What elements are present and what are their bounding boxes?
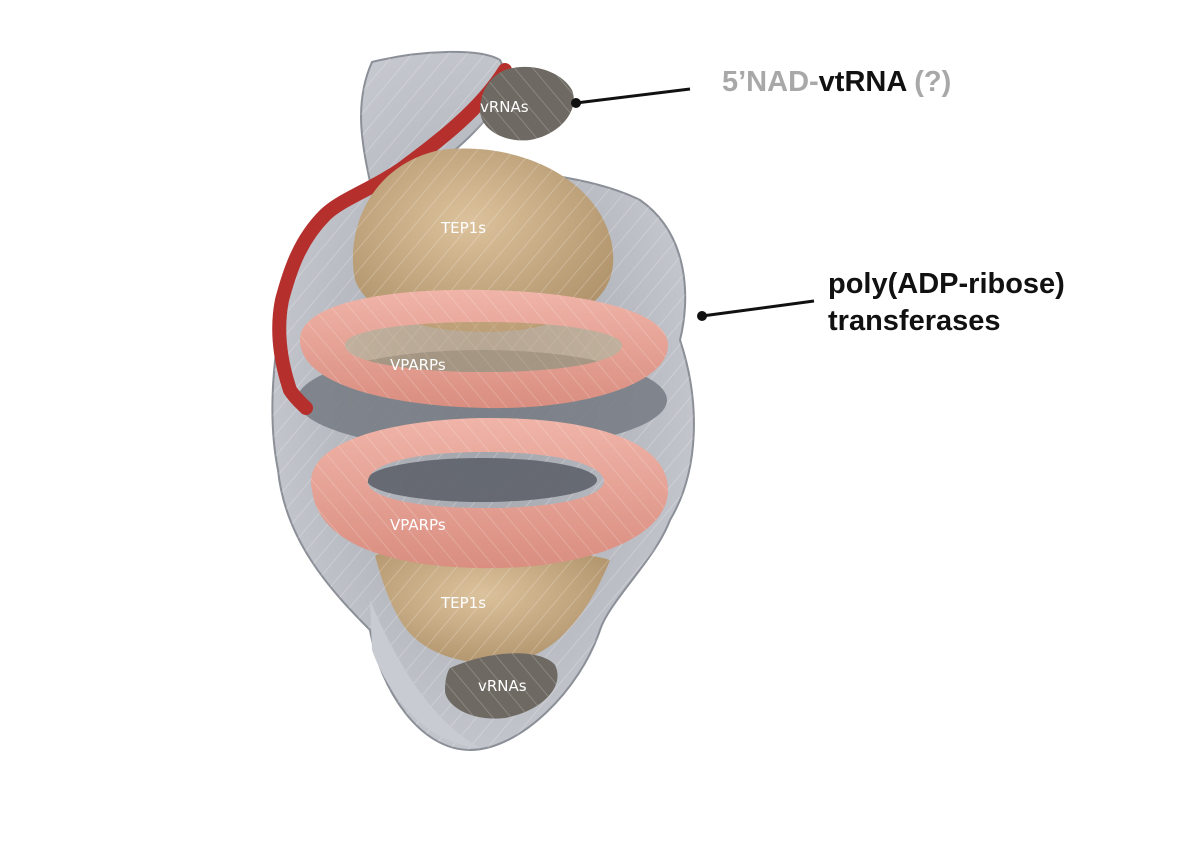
callout-parp-line2: transferases bbox=[828, 305, 1001, 337]
vparp-ring-top: VPARPs bbox=[300, 289, 668, 409]
label-tep1s-top: TEP1s bbox=[440, 219, 486, 237]
label-vparps-bottom: VPARPs bbox=[390, 516, 446, 534]
tep1-bottom: TEP1s bbox=[375, 548, 610, 664]
highlight-strand bbox=[272, 63, 512, 415]
label-vparps-top: VPARPs bbox=[390, 356, 446, 374]
callout-vtrna: 5’NAD-vtRNA (?) bbox=[722, 66, 951, 99]
callout-parp: poly(ADP-ribose) transferases bbox=[828, 266, 1065, 340]
callout-line-top bbox=[575, 87, 691, 105]
callout-vtrna-suffix: (?) bbox=[906, 66, 952, 98]
callout-vtrna-prefix: 5’NAD- bbox=[722, 66, 819, 98]
callout-line-right bbox=[701, 299, 815, 318]
vrna-top: vRNAs bbox=[480, 66, 574, 141]
callout-lines bbox=[571, 87, 815, 321]
tep1-top: TEP1s bbox=[352, 148, 614, 332]
label-vrnas-bottom: vRNAs bbox=[478, 677, 527, 695]
callout-parp-line1: poly(ADP-ribose) bbox=[828, 268, 1065, 300]
vparp-ring-bottom: VPARPs bbox=[311, 418, 668, 569]
label-vrnas-top: vRNAs bbox=[480, 98, 529, 116]
vrna-bottom: vRNAs bbox=[445, 653, 558, 719]
callout-vtrna-main: vtRNA bbox=[818, 66, 907, 98]
label-tep1s-bottom: TEP1s bbox=[440, 594, 486, 612]
